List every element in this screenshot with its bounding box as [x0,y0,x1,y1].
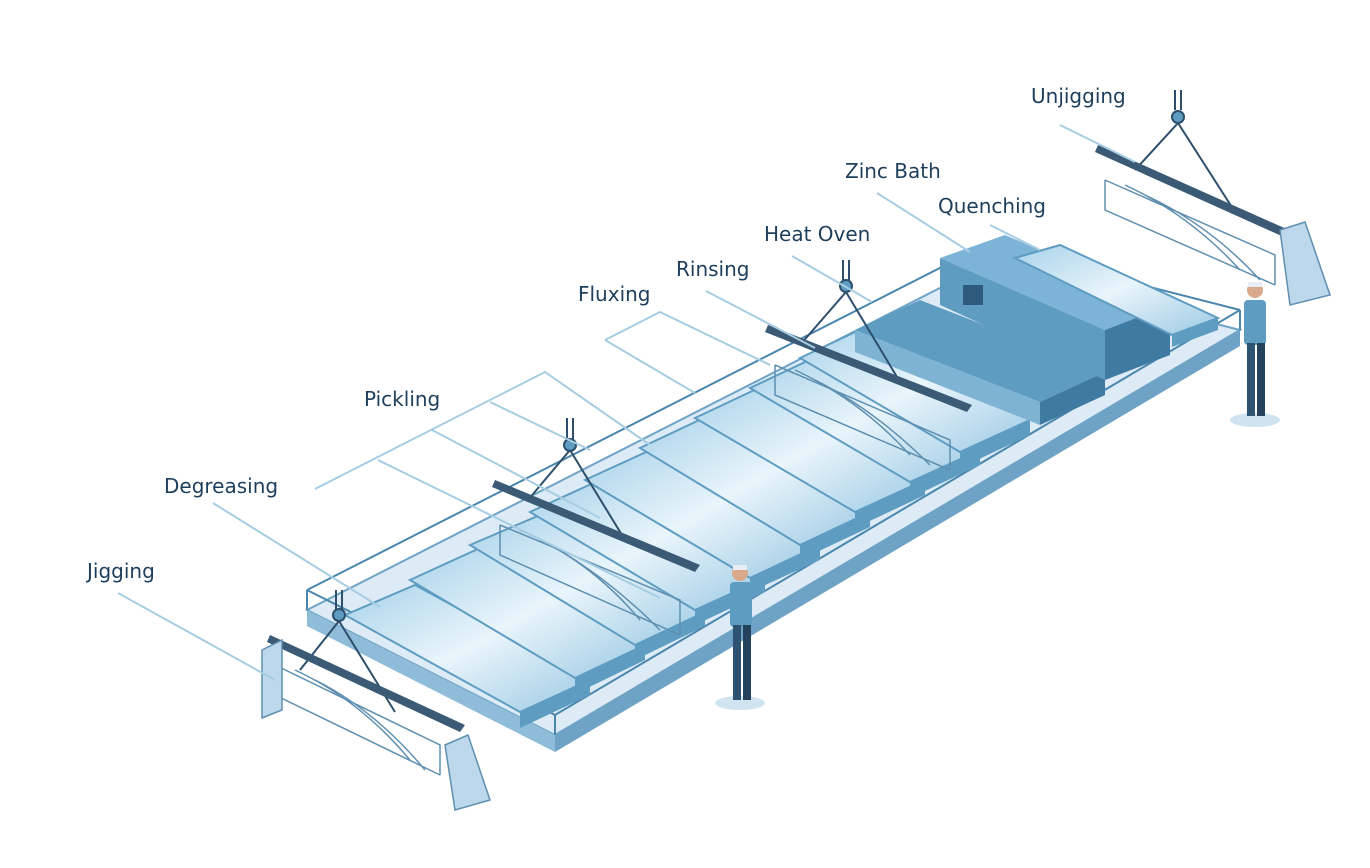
leader-lines [117,124,1136,681]
jig-rack-jigging [261,638,491,811]
label-pickling: Pickling [364,387,441,411]
heat-oven-unit [855,300,1105,425]
leader-fluxing [604,310,771,366]
leader-zinc-bath [876,192,971,253]
leader-degreasing [212,502,381,608]
tank-quenching [1012,243,1221,347]
worker-right [1230,282,1280,427]
label-heat-oven: Heat Oven [764,222,871,246]
crane-unjigging [1095,90,1300,242]
jig-rack-rinsing [774,364,951,471]
jig-rack-unjigging [1104,179,1331,306]
label-degreasing: Degreasing [164,474,279,498]
leader-heat-oven [791,255,873,303]
crane-pickling [492,418,700,572]
crane-rinsing [765,260,972,412]
crane-jigging [267,590,465,732]
label-jigging: Jigging [87,559,155,583]
leader-jigging [117,592,276,681]
label-zinc-bath: Zinc Bath [845,159,941,183]
label-fluxing: Fluxing [578,282,651,306]
worker-center [715,565,765,710]
leader-pickling [314,370,651,490]
label-rinsing: Rinsing [676,257,750,281]
label-quenching: Quenching [938,194,1046,218]
leader-rinsing [705,290,816,349]
label-unjigging: Unjigging [1031,84,1126,108]
leader-unjigging [1059,124,1136,163]
leader-quenching [989,224,1041,251]
